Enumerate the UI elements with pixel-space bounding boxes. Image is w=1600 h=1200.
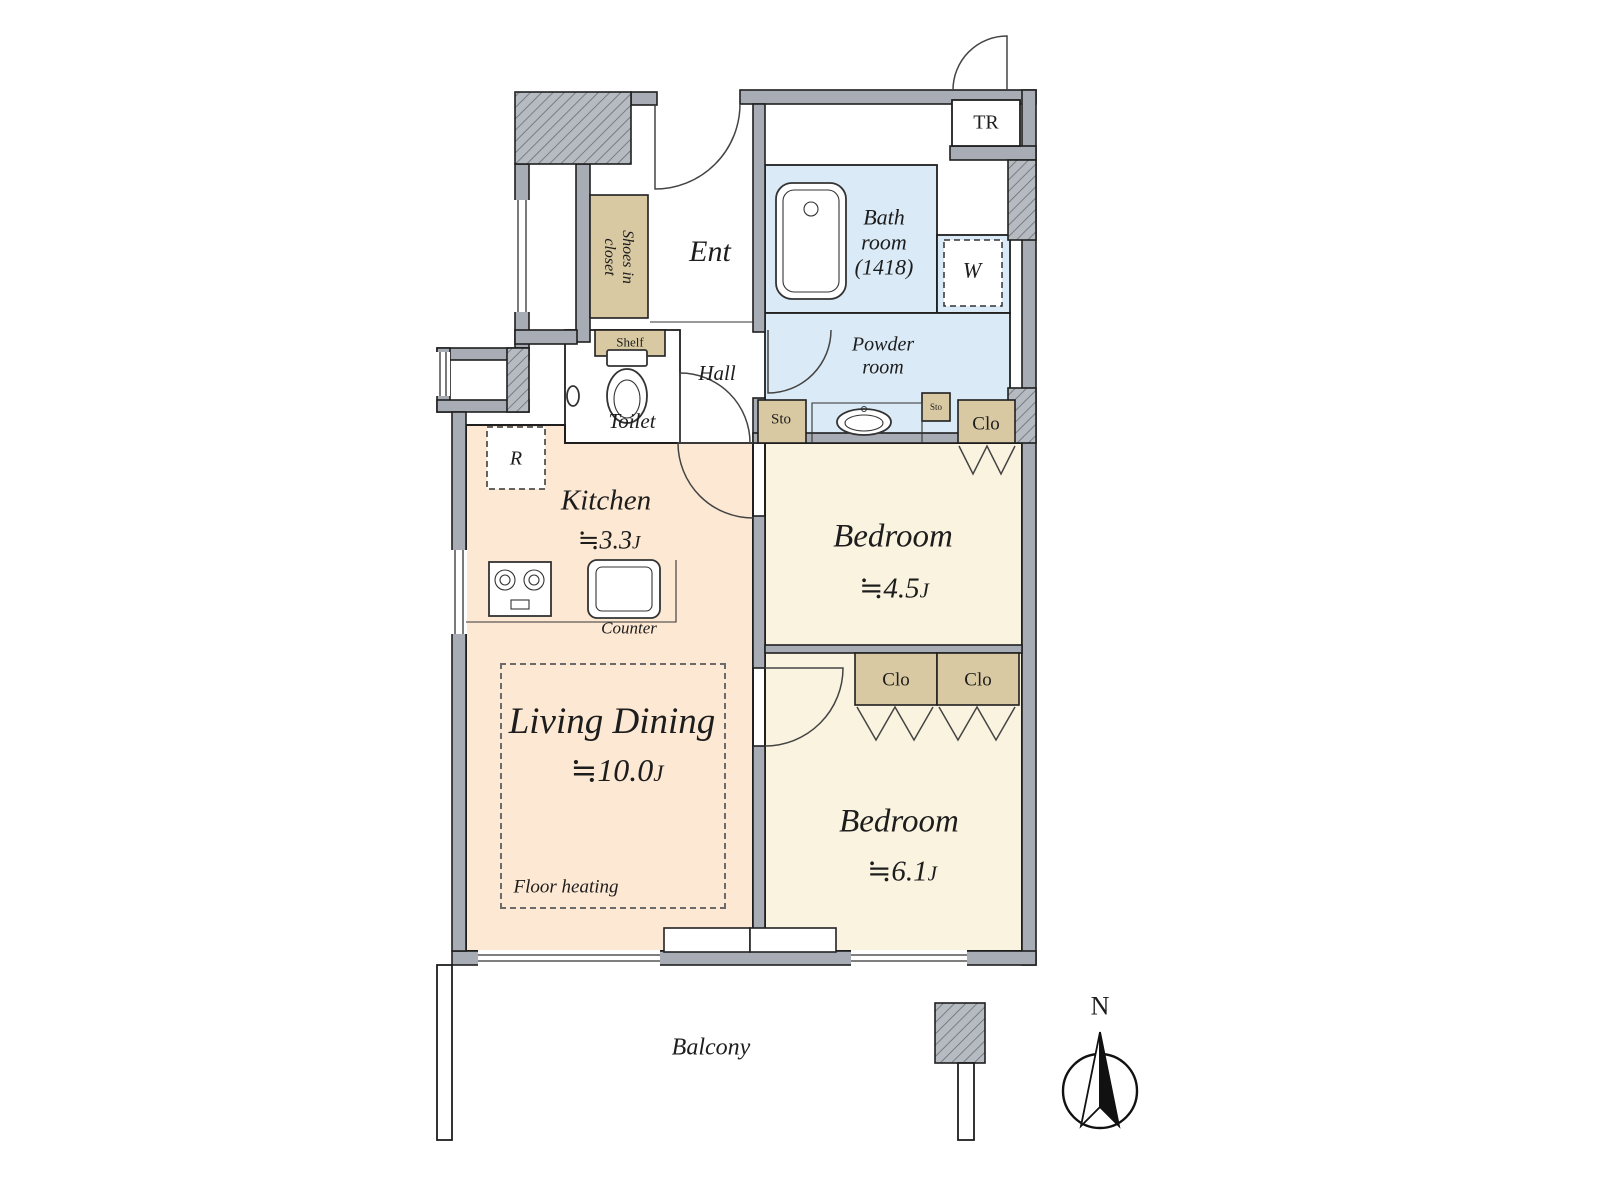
shoes-closet-box	[589, 194, 649, 319]
trunk-room-label: TR	[973, 111, 999, 134]
bifold-door-icon	[958, 444, 1016, 476]
stove-burner-icon	[528, 574, 540, 586]
toilet-icon	[613, 379, 641, 419]
wall-segment	[949, 145, 1037, 161]
wall-segment	[752, 745, 766, 952]
living-dining-name: Living Dining	[508, 701, 716, 743]
stove-icon	[488, 561, 552, 617]
window	[851, 950, 967, 966]
vanity-counter-icon	[811, 402, 923, 443]
fixtures	[466, 182, 923, 623]
bedroom-61-door-arc	[764, 667, 844, 747]
bedroom-45-size: ≒4.5J	[859, 572, 929, 605]
windows	[436, 200, 967, 966]
sliding-door-panel	[663, 927, 751, 953]
entrance-label: Ent	[689, 235, 731, 269]
refrigerator-space-box	[486, 426, 546, 490]
bedroom-45-door-arc	[677, 442, 754, 519]
toilet-label: Toilet	[608, 409, 656, 434]
storage-powder-label: Sto	[929, 401, 943, 412]
wall-hatched-block	[506, 347, 530, 413]
bedroom-61-size: ≒6.1J	[867, 855, 937, 888]
wall-segment	[752, 515, 766, 669]
closet-bedroom1-box	[957, 399, 1016, 444]
closet-bedroom2-left-label: Clo	[882, 669, 910, 691]
bathtub-icon	[775, 182, 847, 300]
washer-space-box	[943, 239, 1003, 307]
wall-segment	[575, 163, 591, 343]
stove-burner-icon	[499, 574, 511, 586]
north-label: N	[1090, 991, 1110, 1021]
closet-bedroom1-label: Clo	[972, 413, 1000, 435]
trunk-room-door-arc	[952, 35, 1008, 91]
refrigerator-label: R	[509, 447, 523, 470]
north-needle-icon	[1099, 1031, 1121, 1129]
north-needle-icon	[1079, 1031, 1101, 1129]
bifold-door-icon	[938, 705, 1016, 742]
stove-grill-icon	[510, 599, 530, 610]
kitchen-size: ≒3.3J	[577, 525, 641, 555]
window	[436, 352, 450, 396]
balcony-structure	[436, 964, 986, 1141]
compass	[1061, 1031, 1139, 1130]
toilet-icon	[606, 368, 648, 424]
hall-label: Hall	[698, 361, 736, 386]
bedroom-45-name: Bedroom	[833, 518, 953, 555]
washbasin-icon	[844, 414, 884, 432]
kitchen-name: Kitchen	[560, 484, 652, 517]
window	[514, 200, 530, 312]
floor-heating-label: Floor heating	[513, 876, 619, 898]
kitchen-sink-icon	[587, 559, 661, 619]
counter-edge-line	[466, 560, 677, 623]
bathroom-label: Bath room (1418)	[854, 204, 914, 280]
storage-hall-label: Sto	[770, 411, 792, 428]
balcony-wall	[957, 1062, 975, 1141]
trunk-room-box	[951, 99, 1021, 147]
washer-label: W	[962, 257, 982, 283]
storage-hall-box	[757, 399, 807, 444]
wall-hatched-block	[1007, 159, 1037, 241]
closet-bedroom2-right-label: Clo	[964, 669, 992, 691]
bifold-door-icon	[856, 705, 934, 742]
wall-hatched-block	[934, 1002, 986, 1064]
closet-bedroom2-right-box	[936, 652, 1020, 706]
room-floors	[465, 164, 1023, 952]
wall-segment	[630, 91, 658, 106]
powder-room-door-arc	[767, 329, 832, 394]
faucet-icon	[860, 405, 868, 413]
wall-segment	[514, 329, 578, 345]
wall-hatched-block	[514, 91, 632, 165]
window	[478, 950, 660, 966]
balcony-label: Balcony	[671, 1034, 751, 1061]
shelf-label: Shelf	[616, 334, 644, 350]
wall-segment	[764, 644, 1023, 654]
doors	[654, 35, 1016, 747]
shoes-closet-label: Shoes in closet	[601, 230, 637, 284]
kitchen-sink-icon	[595, 566, 653, 612]
toilet-paper-holder-icon	[566, 385, 580, 407]
bathtub-drain-icon	[803, 201, 819, 217]
wall-segment	[451, 411, 467, 952]
sliding-door-panel	[749, 927, 837, 953]
window	[451, 550, 467, 634]
wall-segment	[752, 103, 766, 333]
toilet-tank-icon	[606, 349, 648, 367]
bathtub-icon	[782, 189, 840, 293]
stove-burner-icon	[494, 569, 516, 591]
balcony-wall	[436, 964, 453, 1141]
powder-room-label: Powder room	[851, 333, 915, 378]
entrance-door-arc	[654, 103, 741, 190]
living-dining-size: ≒10.0J	[570, 751, 664, 788]
bedroom-45-floor	[764, 442, 1023, 649]
stove-burner-icon	[523, 569, 545, 591]
counter-label: Counter	[601, 618, 657, 638]
toilet-door-arc	[679, 372, 751, 444]
bedroom-61-name: Bedroom	[839, 803, 959, 840]
